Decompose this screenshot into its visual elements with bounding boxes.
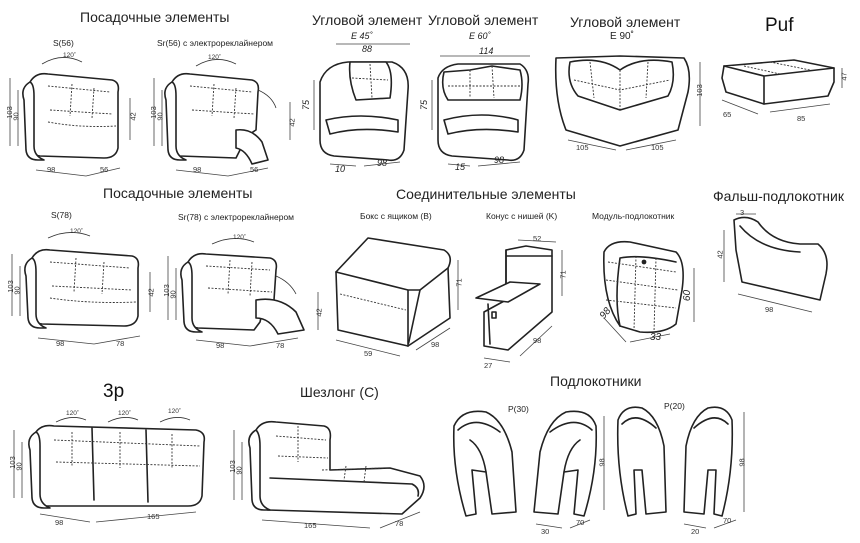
label-sr78: Sr(78) с электрореклайнером bbox=[178, 212, 295, 222]
dim-puf-d: 65 bbox=[723, 110, 732, 119]
dim-three-angle-2: 120˚ bbox=[118, 410, 132, 417]
dim-e60-w: 114 bbox=[479, 46, 494, 56]
dim-s56-d: 98 bbox=[47, 165, 56, 174]
dim-cone-d: 98 bbox=[533, 336, 542, 345]
dim-chaise-w: 165 bbox=[304, 521, 317, 530]
dim-p20-d: 70 bbox=[723, 516, 732, 525]
dim-three-angle-1: 120˚ bbox=[66, 410, 80, 417]
label-p30: P(30) bbox=[508, 404, 529, 414]
dim-sr78-angle: 120˚ bbox=[233, 234, 247, 241]
label-s78: S(78) bbox=[51, 210, 72, 220]
dim-e60-a: 15 bbox=[455, 162, 466, 172]
dim-false-arm-top: 3 bbox=[740, 208, 745, 217]
dim-three-d: 98 bbox=[55, 518, 64, 527]
dim-p30-w: 30 bbox=[541, 527, 550, 536]
label-module-arm: Модуль-подлокотник bbox=[592, 211, 675, 221]
dim-p20-h: 98 bbox=[737, 458, 747, 467]
dim-false-arm-d: 98 bbox=[765, 305, 774, 314]
dim-p20-w: 20 bbox=[691, 527, 700, 536]
label-p20: P(20) bbox=[664, 401, 685, 411]
label-s56: S(56) bbox=[53, 38, 74, 48]
dim-s78-angle: 120˚ bbox=[70, 228, 84, 235]
dim-sr78-d: 98 bbox=[216, 341, 225, 350]
dim-e45-w: 88 bbox=[362, 44, 373, 54]
dim-e60-b: 98 bbox=[494, 155, 505, 165]
label-e60: E 60˚ bbox=[469, 31, 491, 41]
heading-corner-90: Угловой элемент bbox=[570, 14, 681, 30]
heading-false-armrest: Фальш-подлокотник bbox=[713, 188, 844, 204]
heading-three-seat: 3р bbox=[103, 381, 125, 402]
dim-sr56-w: 56 bbox=[250, 165, 259, 174]
label-e45: E 45˚ bbox=[351, 31, 373, 41]
heading-armrests: Подлокотники bbox=[550, 373, 642, 389]
dim-e45-b: 98 bbox=[377, 158, 388, 168]
dim-three-angle-3: 120˚ bbox=[168, 408, 182, 415]
dim-e90-a: 105 bbox=[576, 143, 589, 152]
dim-s78-w: 78 bbox=[116, 339, 125, 348]
dim-box-w: 59 bbox=[364, 349, 373, 358]
dim-sr78-w: 78 bbox=[276, 341, 285, 350]
heading-connecting-elements: Соединительные элементы bbox=[396, 186, 576, 202]
heading-chaise: Шезлонг (С) bbox=[300, 384, 379, 400]
dim-box-d: 98 bbox=[431, 340, 440, 349]
dim-sr56-d: 98 bbox=[193, 165, 202, 174]
dim-chaise-d: 78 bbox=[395, 519, 404, 528]
label-box: Бокс с ящиком (B) bbox=[360, 211, 432, 221]
dim-module-w: 33 bbox=[650, 332, 662, 343]
heading-corner-45: Угловой элемент bbox=[312, 12, 423, 28]
dim-e45-a: 10 bbox=[335, 164, 346, 174]
dim-e90-b: 105 bbox=[651, 143, 664, 152]
dim-s56-angle: 120˚ bbox=[63, 52, 77, 59]
label-e90: E 90˚ bbox=[610, 31, 634, 42]
label-cone: Конус с нишей (K) bbox=[486, 211, 558, 221]
heading-seating-elements-1: Посадочные элементы bbox=[80, 9, 230, 25]
dim-s78-d: 98 bbox=[56, 339, 65, 348]
dim-sr56-angle: 120˚ bbox=[208, 54, 222, 61]
heading-seating-elements-2: Посадочные элементы bbox=[103, 185, 253, 201]
dim-p30-d: 70 bbox=[576, 518, 585, 527]
dim-cone-top: 52 bbox=[533, 234, 542, 243]
dim-puf-w: 85 bbox=[797, 114, 806, 123]
heading-corner-60: Угловой элемент bbox=[428, 12, 539, 28]
dim-three-w: 165 bbox=[147, 512, 160, 521]
label-sr56: Sr(56) с электрореклайнером bbox=[157, 38, 274, 48]
dim-s56-w: 56 bbox=[100, 165, 109, 174]
heading-puf: Puf bbox=[765, 15, 794, 36]
dim-cone-w: 27 bbox=[484, 361, 493, 370]
